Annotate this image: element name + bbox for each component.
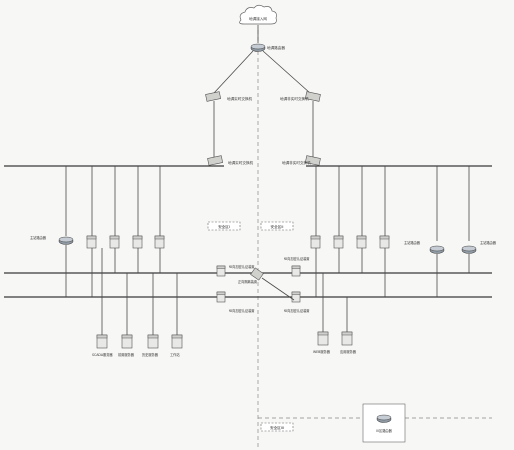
bottom-server-1-label: SCADA服务器 xyxy=(92,352,113,357)
firewall-4-label: 纵向加密认证装置 xyxy=(284,308,310,313)
isolation-device-label: 正向隔离装置 xyxy=(238,279,257,284)
left-router-icon xyxy=(58,236,74,245)
upper-switch-left-icon xyxy=(205,91,222,102)
core-router-label: 地调路由器 xyxy=(267,45,285,50)
right-server-2-icon xyxy=(333,235,344,249)
zone3-router-box: III区路由器 xyxy=(362,403,406,443)
left-server-4-icon xyxy=(154,235,165,249)
bottom-server-1-icon xyxy=(96,334,108,349)
isolation-device-icon xyxy=(250,267,264,281)
firewall-1-icon xyxy=(216,265,226,277)
lower-switch-left-icon xyxy=(207,155,224,166)
firewall-3-label: 纵向加密认证装置 xyxy=(284,256,310,261)
core-router-icon xyxy=(250,43,266,52)
right-bottom-server-1-icon xyxy=(317,331,329,346)
firewall-3-icon xyxy=(291,265,301,277)
right-router-2-icon xyxy=(461,245,477,254)
bottom-server-2-label: 前置服务器 xyxy=(118,352,135,357)
bottom-server-3-icon xyxy=(147,334,159,349)
right-bottom-server-1-label: WEB服务器 xyxy=(313,349,331,354)
access-network-cloud: 地调接入网 xyxy=(239,4,277,25)
bottom-server-3-label: 历史服务器 xyxy=(142,352,159,357)
right-bottom-server-2-label: 应用服务器 xyxy=(340,349,357,354)
lower-switch-right-icon xyxy=(304,155,321,166)
lower-switch-right-label: 地调非实时交换机 xyxy=(282,160,311,165)
link-isolation-a xyxy=(261,277,295,301)
link-router-switch-right xyxy=(262,50,311,94)
right-server-4-icon xyxy=(379,235,390,249)
right-server-1-icon xyxy=(310,235,321,249)
zone-label-3: 安全区III xyxy=(270,425,284,430)
bottom-server-2-icon xyxy=(121,334,133,349)
right-router-1-icon xyxy=(429,245,445,254)
left-server-2-icon xyxy=(109,235,120,249)
cloud-label: 地调接入网 xyxy=(249,16,267,21)
lower-switch-left-label: 地调实时交换机 xyxy=(228,160,254,165)
upper-switch-left-label: 地调实时交换机 xyxy=(227,96,253,101)
upper-switch-right-icon xyxy=(304,91,321,102)
firewall-4-icon xyxy=(291,291,301,303)
right-bottom-server-2-icon xyxy=(341,331,353,346)
right-router-1-label: 主站路由器 xyxy=(404,240,421,245)
zone-label-2: 安全区II xyxy=(271,224,284,229)
bottom-server-4-label: 工作站 xyxy=(170,352,180,357)
firewall-2-label: 纵向加密认证装置 xyxy=(229,308,255,313)
bottom-server-4-icon xyxy=(171,334,183,349)
firewall-2-icon xyxy=(216,291,226,303)
zone-box-bottom: 安全区III xyxy=(260,422,294,432)
zone-box-right: 安全区II xyxy=(260,221,294,231)
upper-switch-right-label: 地调非实时交换机 xyxy=(280,96,309,101)
zone3-router-label: III区路由器 xyxy=(376,428,392,433)
zone-box-left: 安全区I xyxy=(207,221,241,231)
link-router-switch-left xyxy=(213,50,254,94)
firewall-1-label: 纵向加密认证装置 xyxy=(229,264,255,269)
zone-label-1: 安全区I xyxy=(218,224,230,229)
right-server-3-icon xyxy=(356,235,367,249)
right-router-2-label: 主站路由器 xyxy=(480,240,497,245)
left-router-label: 主站路由器 xyxy=(30,235,47,240)
left-server-1-icon xyxy=(86,235,97,249)
left-server-3-icon xyxy=(132,235,143,249)
